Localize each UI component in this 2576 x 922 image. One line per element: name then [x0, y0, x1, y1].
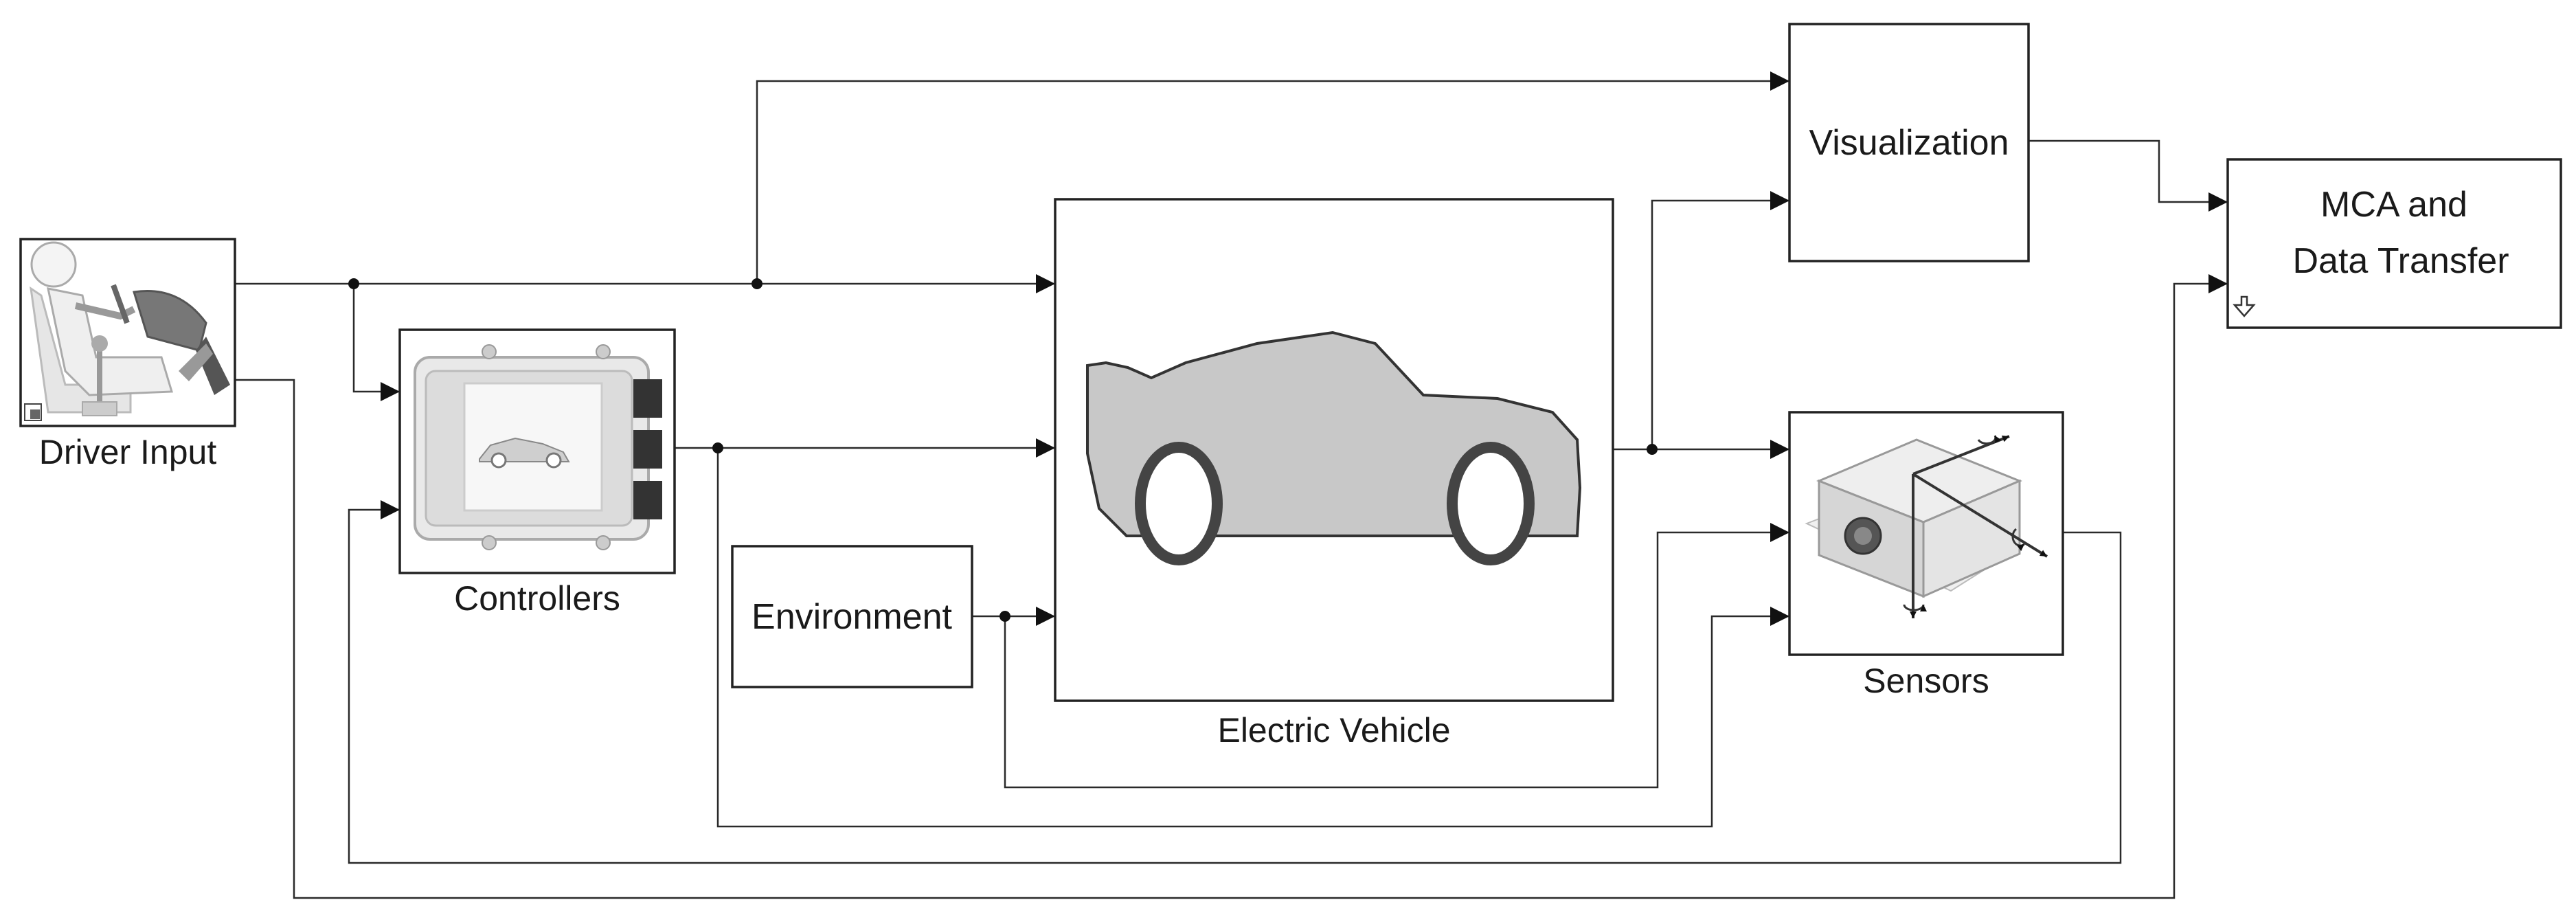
- driver-input-label: Driver Input: [39, 433, 217, 471]
- mca-label-line2: Data Transfer: [2292, 241, 2509, 281]
- sensors-label: Sensors: [1863, 662, 1989, 700]
- wire-driver-to-mca[interactable]: [235, 274, 2228, 899]
- wire-controllers-to-sensors[interactable]: [716, 448, 1789, 828]
- branch-point: [712, 442, 723, 453]
- wire-vehicle-to-visualization[interactable]: [1651, 191, 1789, 449]
- driver-input-block[interactable]: Driver Input: [19, 238, 236, 471]
- environment-label: Environment: [752, 597, 952, 637]
- electric-vehicle-label: Electric Vehicle: [1217, 711, 1450, 750]
- branch-point: [1647, 444, 1658, 455]
- driver-seat-icon: [24, 241, 230, 421]
- wire-environment-to-sensors[interactable]: [1004, 523, 1789, 789]
- wire-driver-to-controllers[interactable]: [352, 284, 400, 401]
- controllers-block[interactable]: Controllers: [398, 328, 676, 618]
- visualization-block[interactable]: Visualization: [1788, 23, 2030, 262]
- branch-point: [999, 611, 1010, 622]
- car-icon: [1086, 330, 1582, 565]
- controllers-label: Controllers: [454, 579, 620, 618]
- branch-points: [348, 278, 1658, 622]
- sensors-block[interactable]: Sensors: [1788, 411, 2064, 700]
- mca-label-line1: MCA and: [2320, 185, 2467, 225]
- wire-driver-to-visualization[interactable]: [756, 71, 1789, 284]
- ecu-icon: [414, 344, 662, 550]
- electric-vehicle-block[interactable]: Electric Vehicle: [1054, 198, 1614, 750]
- wire-sensors-to-controllers[interactable]: [348, 500, 2122, 864]
- environment-block[interactable]: Environment: [731, 545, 973, 688]
- imu-sensor-icon: [1805, 435, 2048, 618]
- branch-point: [348, 278, 359, 289]
- visualization-label: Visualization: [1809, 123, 2009, 163]
- branch-point: [752, 278, 762, 289]
- down-arrow-icon: [2233, 295, 2256, 317]
- wire-visualization-to-mca[interactable]: [2029, 139, 2228, 212]
- mca-data-transfer-block[interactable]: MCA and Data Transfer: [2226, 158, 2562, 329]
- signal-lines: [235, 71, 2228, 899]
